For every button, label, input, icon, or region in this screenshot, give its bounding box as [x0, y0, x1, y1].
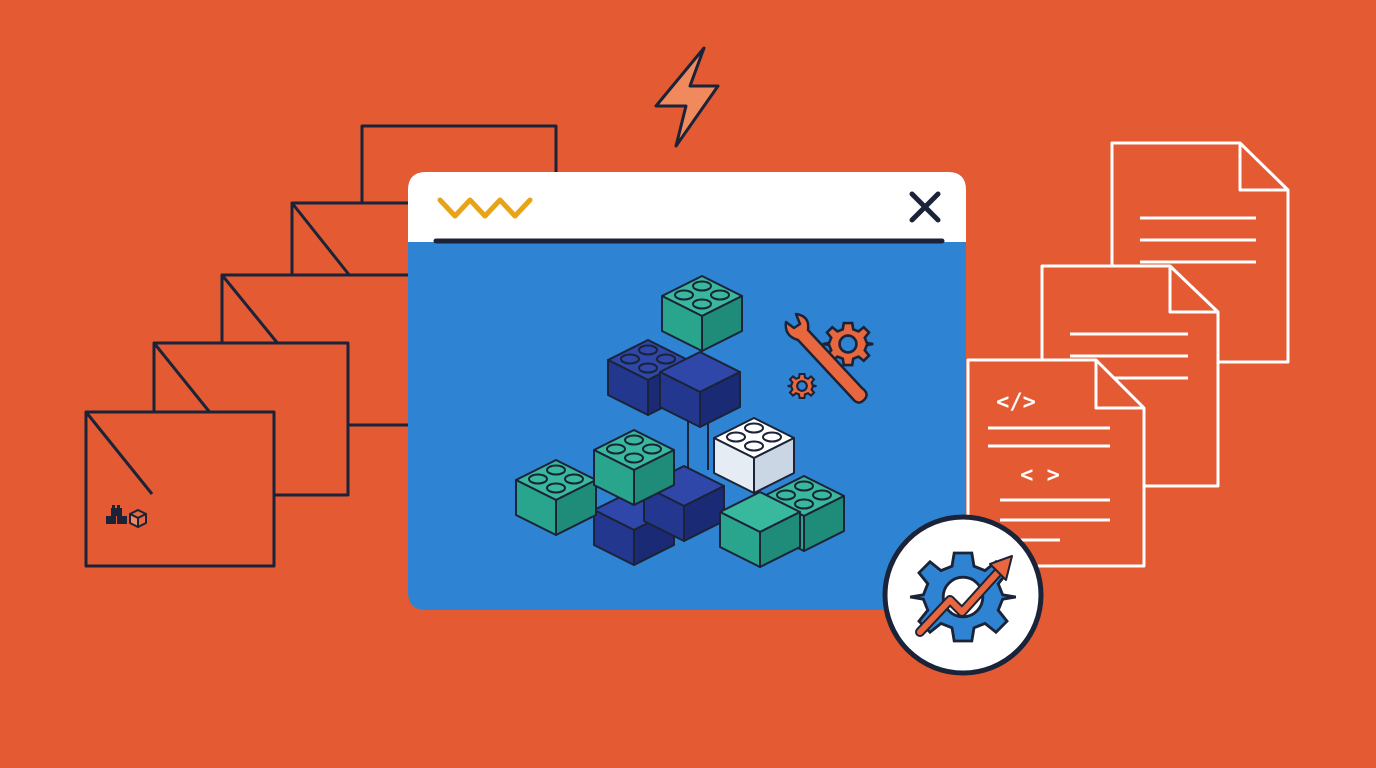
document-stack: [966, 141, 1290, 568]
gear-with-growth-arrow-icon: [882, 514, 1044, 676]
w-logo-icon: [437, 197, 533, 219]
window-titlebar: [408, 172, 966, 242]
building-blocks-icon: [515, 275, 845, 568]
code-symbol-2: < >: [1020, 463, 1060, 488]
code-symbol-1: </>: [996, 390, 1036, 415]
lightning-bolt-icon: [654, 46, 720, 148]
close-icon[interactable]: [909, 191, 941, 223]
envelope-1: [84, 410, 276, 568]
wrench-and-gears-icon: [784, 312, 875, 404]
